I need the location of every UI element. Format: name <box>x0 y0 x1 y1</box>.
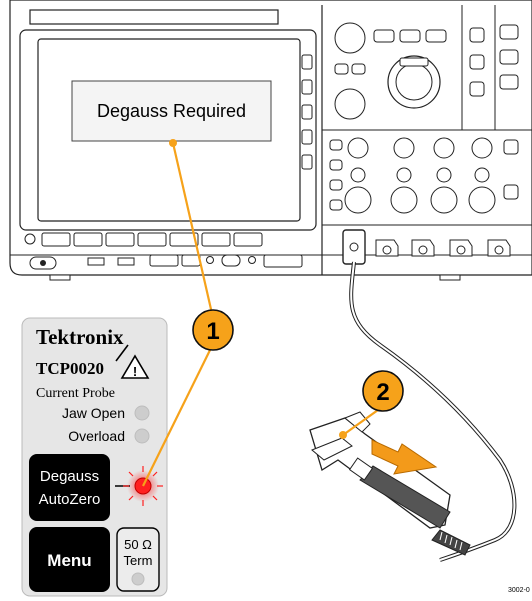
side-button[interactable] <box>301 54 313 70</box>
insert-arrow-icon <box>371 439 438 475</box>
callout-1-number: 1 <box>206 318 219 345</box>
overload-label: Overload <box>68 428 125 444</box>
warning-triangle-icon: ! <box>115 344 150 379</box>
probe-control-panel: Tektronix TCP0020 ! Current Probe Jaw Op… <box>21 317 168 597</box>
probe-cable <box>349 261 517 562</box>
jaw-open-led <box>134 405 150 421</box>
overload-led <box>134 428 150 444</box>
bezel-buttons <box>24 232 263 247</box>
term-led <box>131 572 145 586</box>
degauss-autozero-button[interactable]: Degauss AutoZero <box>29 454 110 521</box>
side-button[interactable] <box>301 129 313 145</box>
menu-label: Menu <box>47 551 91 570</box>
probe-head <box>309 411 471 556</box>
degauss-label: Degauss <box>40 468 99 485</box>
figure-id: 3002-0 <box>508 587 530 594</box>
brand-logo: Tektronix <box>36 325 124 349</box>
callout-1: 1 <box>192 309 234 351</box>
probe-type: Current Probe <box>36 386 115 401</box>
leader-dot <box>169 139 177 147</box>
bezel-button[interactable] <box>201 232 231 247</box>
callout-2: 2 <box>362 370 404 412</box>
scope-top-slot <box>29 9 279 25</box>
callout-2-number: 2 <box>376 379 389 406</box>
probe-model: TCP0020 <box>36 359 104 378</box>
jaw-open-label: Jaw Open <box>62 405 125 421</box>
oscilloscope: Degauss Required <box>9 0 532 281</box>
bezel-button[interactable] <box>105 232 135 247</box>
term-ohm-label: 50 Ω <box>124 537 152 552</box>
term-50-ohm-button[interactable]: 50 Ω Term <box>116 527 160 592</box>
input-connectors <box>342 229 511 265</box>
side-menu-buttons <box>301 54 313 170</box>
front-panel-lower-row <box>29 254 303 270</box>
bezel-button[interactable] <box>73 232 103 247</box>
svg-text:!: ! <box>133 364 137 379</box>
menu-button[interactable]: Menu <box>29 527 110 592</box>
leader-dot <box>339 431 347 439</box>
side-button[interactable] <box>301 79 313 95</box>
term-label: Term <box>124 553 153 568</box>
knob[interactable] <box>334 22 366 54</box>
bezel-button[interactable] <box>41 232 71 247</box>
side-button[interactable] <box>301 104 313 120</box>
bezel-button[interactable] <box>233 232 263 247</box>
side-button[interactable] <box>301 154 313 170</box>
control-panel <box>321 5 532 275</box>
bezel-button[interactable] <box>169 232 199 247</box>
screen-message: Degauss Required <box>97 101 246 121</box>
bezel-button[interactable] <box>137 232 167 247</box>
channel-knobs <box>344 137 496 214</box>
knob[interactable] <box>334 88 366 120</box>
autozero-label: AutoZero <box>39 491 101 508</box>
